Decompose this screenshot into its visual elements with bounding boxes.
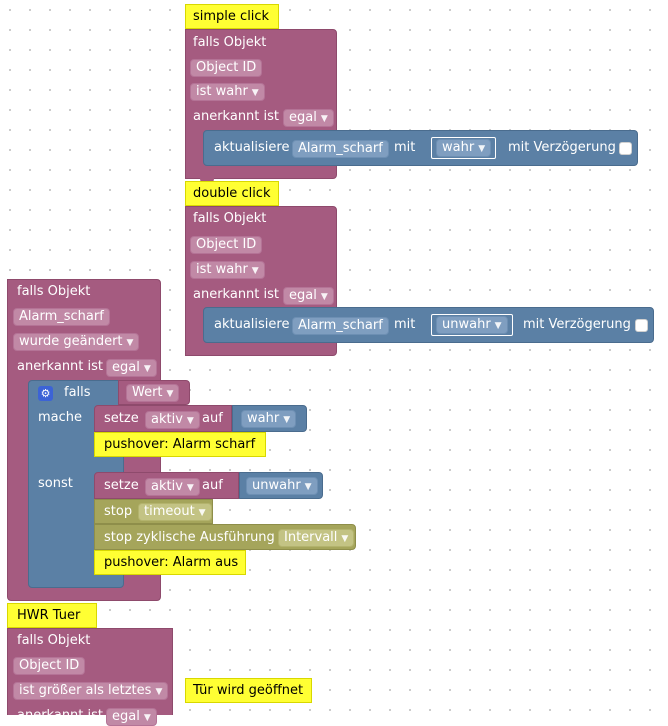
else-label: sonst bbox=[38, 476, 73, 491]
triangle-down-icon: ▼ bbox=[155, 687, 163, 697]
stop-timeout-block[interactable]: stop timeout▼ bbox=[94, 499, 213, 524]
comment-text: HWR Tuer bbox=[17, 608, 81, 623]
triangle-down-icon: ▼ bbox=[186, 416, 194, 426]
target-field[interactable]: Alarm_scharf bbox=[292, 140, 389, 158]
set-label: setze bbox=[104, 478, 139, 493]
comment-text: Tür wird geöffnet bbox=[193, 683, 304, 698]
ack-dropdown[interactable]: egal▼ bbox=[283, 109, 334, 127]
block-notch bbox=[200, 178, 214, 183]
to-label: auf bbox=[202, 478, 223, 493]
object-field[interactable]: Alarm_scharf bbox=[13, 308, 110, 326]
value-dropdown[interactable]: Wert▼ bbox=[126, 384, 180, 402]
trigger-label: falls Objekt bbox=[193, 35, 267, 50]
value-dropdown[interactable]: wahr▼ bbox=[241, 410, 297, 428]
comment-simple-click[interactable]: simple click bbox=[185, 4, 279, 29]
comment-text: double click bbox=[193, 186, 271, 201]
value-block-false[interactable]: unwahr▼ bbox=[239, 472, 323, 499]
object-id-field[interactable]: Object ID bbox=[190, 236, 263, 254]
target-field[interactable]: Alarm_scharf bbox=[292, 317, 389, 335]
triangle-down-icon: ▼ bbox=[198, 508, 206, 518]
comment-double-click[interactable]: double click bbox=[185, 181, 279, 206]
ack-dropdown[interactable]: egal▼ bbox=[283, 287, 334, 305]
delay-label: mit Verzögerung bbox=[508, 140, 616, 155]
pushover-text: pushover: Alarm aus bbox=[104, 555, 239, 570]
gear-icon[interactable]: ⚙ bbox=[38, 386, 53, 401]
set-variable-block-1[interactable]: setze aktiv▼ auf bbox=[94, 405, 232, 432]
stop-label: stop bbox=[104, 504, 133, 519]
variable-dropdown[interactable]: aktiv▼ bbox=[145, 478, 200, 496]
do-label: mache bbox=[38, 410, 83, 425]
triangle-down-icon: ▼ bbox=[320, 292, 328, 302]
value-dropdown[interactable]: unwahr▼ bbox=[246, 477, 318, 495]
pushover-text: pushover: Alarm scharf bbox=[104, 437, 256, 452]
if-label: falls bbox=[64, 385, 91, 400]
condition-dropdown[interactable]: wurde geändert▼ bbox=[13, 333, 140, 351]
delay-checkbox[interactable] bbox=[619, 142, 632, 155]
triangle-down-icon: ▼ bbox=[341, 534, 349, 544]
comment-hwr-tuer[interactable]: HWR Tuer bbox=[7, 603, 97, 628]
action-label: aktualisiere bbox=[214, 317, 290, 332]
timeout-dropdown[interactable]: timeout▼ bbox=[138, 503, 212, 521]
ack-dropdown[interactable]: egal▼ bbox=[106, 359, 157, 377]
value-dropdown[interactable]: wahr▼ bbox=[436, 139, 492, 157]
with-label: mit bbox=[394, 140, 416, 155]
action-label: aktualisiere bbox=[214, 140, 290, 155]
ack-label: anerkannt ist bbox=[193, 109, 280, 124]
if-condition-block[interactable]: Wert▼ bbox=[118, 380, 190, 405]
triangle-down-icon: ▼ bbox=[320, 114, 328, 124]
delay-label: mit Verzögerung bbox=[523, 317, 631, 332]
set-variable-block-2[interactable]: setze aktiv▼ auf bbox=[94, 472, 239, 499]
pushover-block-armed[interactable]: pushover: Alarm scharf bbox=[94, 432, 266, 457]
value-socket: wahr▼ bbox=[431, 137, 496, 159]
trigger-label: falls Objekt bbox=[193, 211, 267, 226]
triangle-down-icon: ▼ bbox=[251, 88, 259, 98]
triangle-down-icon: ▼ bbox=[304, 482, 312, 492]
trigger-block-hwr[interactable]: falls Objekt Object ID ist größer als le… bbox=[7, 628, 173, 726]
triangle-down-icon: ▼ bbox=[251, 266, 259, 276]
trigger-label: falls Objekt bbox=[17, 633, 91, 648]
value-socket: unwahr▼ bbox=[431, 314, 513, 336]
value-dropdown[interactable]: unwahr▼ bbox=[436, 316, 508, 334]
condition-dropdown[interactable]: ist wahr▼ bbox=[190, 83, 265, 101]
delay-checkbox[interactable] bbox=[635, 319, 648, 332]
variable-dropdown[interactable]: aktiv▼ bbox=[145, 411, 200, 429]
pushover-block-off[interactable]: pushover: Alarm aus bbox=[94, 550, 246, 575]
comment-door-opened[interactable]: Tür wird geöffnet bbox=[185, 678, 312, 703]
to-label: auf bbox=[202, 411, 223, 426]
triangle-down-icon: ▼ bbox=[283, 415, 291, 425]
triangle-down-icon: ▼ bbox=[126, 338, 134, 348]
ack-label: anerkannt ist bbox=[193, 287, 280, 302]
object-id-field[interactable]: Object ID bbox=[13, 657, 86, 675]
ack-label: anerkannt ist bbox=[17, 359, 104, 374]
stop-cyclic-label: stop zyklische Ausführung bbox=[104, 530, 275, 545]
triangle-down-icon: ▼ bbox=[186, 483, 194, 493]
comment-text: simple click bbox=[193, 9, 270, 24]
triangle-down-icon: ▼ bbox=[494, 321, 502, 331]
trigger-label: falls Objekt bbox=[17, 284, 91, 299]
triangle-down-icon: ▼ bbox=[143, 364, 151, 374]
triangle-down-icon: ▼ bbox=[166, 389, 174, 399]
with-label: mit bbox=[394, 317, 416, 332]
interval-dropdown[interactable]: Intervall▼ bbox=[278, 529, 355, 547]
object-id-field[interactable]: Object ID bbox=[190, 59, 263, 77]
condition-dropdown[interactable]: ist wahr▼ bbox=[190, 261, 265, 279]
action-block-update-simple[interactable]: aktualisiere Alarm_scharf mit wahr▼ mit … bbox=[203, 130, 638, 166]
value-block-true[interactable]: wahr▼ bbox=[232, 405, 307, 432]
action-block-update-double[interactable]: aktualisiere Alarm_scharf mit unwahr▼ mi… bbox=[203, 307, 654, 343]
set-label: setze bbox=[104, 411, 139, 426]
ack-label: anerkannt ist bbox=[17, 708, 104, 723]
condition-dropdown[interactable]: ist größer als letztes▼ bbox=[13, 682, 169, 700]
triangle-down-icon: ▼ bbox=[478, 144, 486, 154]
ack-dropdown[interactable]: egal▼ bbox=[106, 708, 157, 726]
stop-interval-block[interactable]: stop zyklische Ausführung Intervall▼ bbox=[94, 524, 356, 550]
